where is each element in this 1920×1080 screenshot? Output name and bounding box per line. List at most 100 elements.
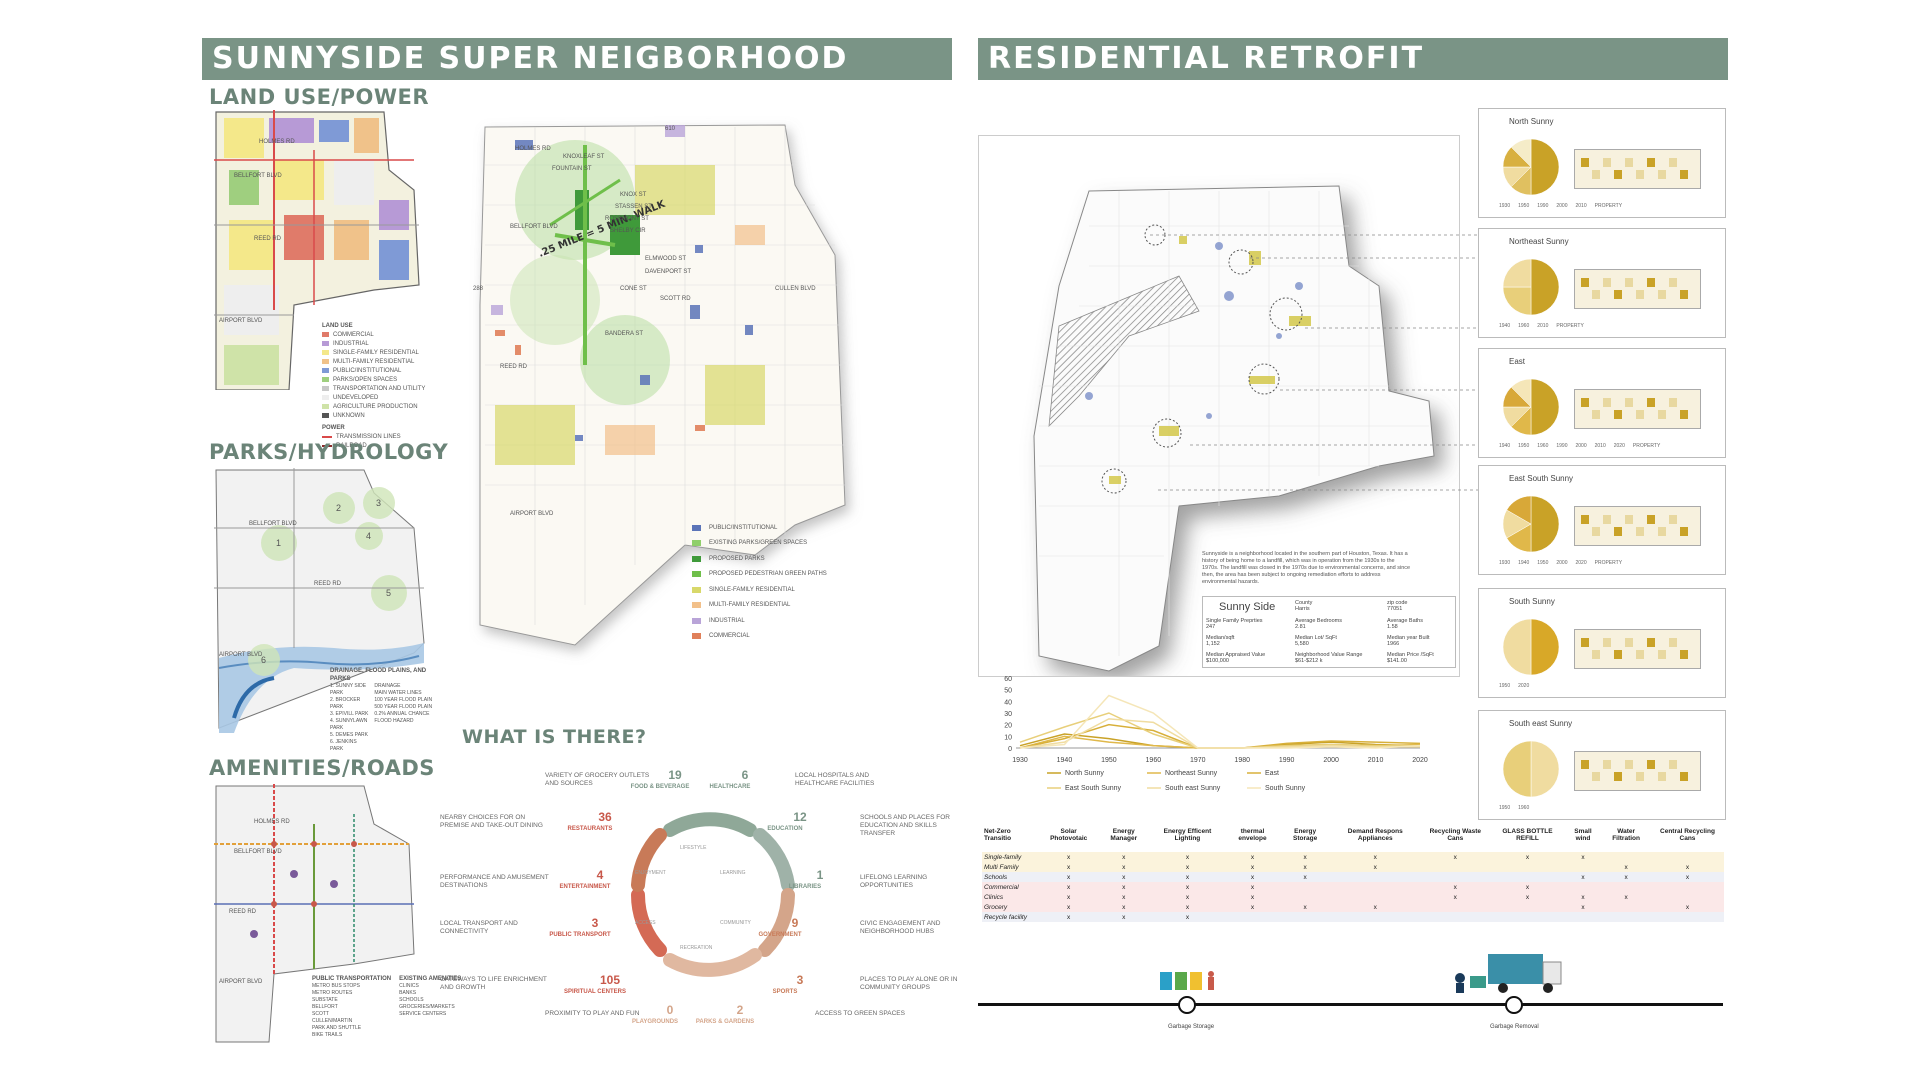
year-legend-item: 1960 bbox=[1537, 443, 1549, 449]
parks-map-graphic bbox=[214, 468, 425, 733]
year-legend-item: 2000 bbox=[1556, 203, 1568, 209]
table-cell: x bbox=[1067, 853, 1071, 861]
power-legend-title: POWER bbox=[322, 425, 345, 431]
row-label: Recycle facility bbox=[984, 913, 1027, 921]
fact-county-label: County bbox=[1295, 600, 1313, 606]
table-cell bbox=[1490, 862, 1565, 872]
table-cell: x bbox=[1453, 883, 1457, 891]
amenities-legend-item: BANKS bbox=[399, 990, 417, 996]
table-cell bbox=[1565, 862, 1602, 872]
retrofit-description: Sunnyside is a neighborhood located in t… bbox=[1202, 551, 1411, 585]
year-legend-item: 2020 bbox=[1518, 683, 1530, 689]
table-cell: x bbox=[1250, 903, 1255, 911]
year-legend-item: 2010 bbox=[1594, 443, 1606, 449]
legend-label: East South Sunny bbox=[1065, 785, 1122, 792]
legend-label: South Sunny bbox=[1265, 785, 1306, 792]
what-description: PROXIMITY TO PLAY AND FUN bbox=[545, 1010, 640, 1017]
table-cell bbox=[1420, 872, 1490, 882]
neighborhood-title: East bbox=[1509, 357, 1526, 366]
table-cell: x bbox=[1185, 873, 1190, 881]
street-bandera: BANDERA ST bbox=[605, 331, 644, 337]
pie-slice bbox=[1502, 618, 1532, 676]
legend-label: INDUSTRIAL bbox=[709, 617, 745, 624]
property-lot bbox=[1647, 515, 1655, 524]
main-map-legend-item: COMMERCIAL bbox=[692, 629, 842, 645]
pie-slice bbox=[1510, 138, 1532, 168]
legend-label: AGRICULTURE PRODUCTION bbox=[333, 403, 418, 410]
what-category: PLAYGROUNDS bbox=[631, 1019, 679, 1025]
main-map-graphic: .25 MILE = 5 MIN. WALK bbox=[479, 124, 846, 646]
parks-legend-item: 0.2% ANNUAL CHANCE FLOOD HAZARD bbox=[374, 711, 430, 724]
amenities-map-graphic bbox=[214, 784, 415, 1043]
table-cell: x bbox=[1581, 903, 1585, 911]
table-cell: x bbox=[1250, 863, 1255, 871]
property-lot bbox=[1625, 515, 1633, 524]
fact-zip-value: 77051 bbox=[1387, 606, 1403, 612]
table-header: Solar Photovotaic bbox=[1050, 828, 1088, 842]
property-lot bbox=[1592, 772, 1600, 781]
table-cell bbox=[1601, 852, 1651, 862]
property-lot bbox=[1669, 638, 1677, 647]
land-use-legend-item: MULTI-FAMILY RESIDENTIAL bbox=[322, 357, 442, 366]
table-header: Energy Efficent Lighting bbox=[1163, 828, 1212, 842]
parks-marker-1: 1 bbox=[276, 538, 282, 548]
table-cell bbox=[1601, 882, 1651, 892]
fact-sfp-label: Single Family Preprties bbox=[1206, 618, 1263, 624]
property-lot bbox=[1603, 398, 1611, 407]
street-davenport: DAVENPORT ST bbox=[645, 269, 692, 275]
land-use-road-1: HOLMES RD bbox=[259, 139, 295, 145]
street-rosemont: ROSEMONT ST bbox=[605, 216, 649, 222]
land-use-road-3: REED RD bbox=[254, 236, 282, 242]
fact-appr-value: $100,000 bbox=[1206, 658, 1229, 664]
property-lot bbox=[1625, 638, 1633, 647]
y-tick-label: 40 bbox=[1004, 699, 1012, 706]
amenities-legend-item: CULLEN/MARTIN bbox=[312, 1018, 353, 1024]
table-cell: x bbox=[1122, 853, 1126, 861]
year-legend-item: 1940 bbox=[1499, 323, 1511, 329]
legend-label: SINGLE-FAMILY RESIDENTIAL bbox=[333, 349, 419, 356]
parks-legend-item: 500 YEAR FLOOD PLAIN bbox=[374, 704, 433, 710]
amenities-legend-item: BIKE TRAILS bbox=[312, 1032, 343, 1038]
table-cell: x bbox=[1122, 873, 1126, 881]
legend-swatch bbox=[322, 395, 329, 400]
what-description: PLACES TO PLAY ALONE OR IN COMMUNITY GRO… bbox=[860, 976, 958, 991]
property-lot bbox=[1581, 638, 1589, 647]
property-lot bbox=[1680, 170, 1688, 179]
legend-swatch bbox=[692, 617, 701, 624]
property-lot bbox=[1592, 170, 1600, 179]
property-lot bbox=[1614, 170, 1622, 179]
street-610: 610 bbox=[665, 126, 676, 132]
legend-swatch bbox=[692, 602, 701, 609]
what-count: 1 bbox=[816, 868, 824, 882]
year-pie-chart bbox=[1502, 138, 1560, 196]
year-legend-item: 2020 bbox=[1613, 443, 1625, 449]
main-map-legend-item: MULTI-FAMILY RESIDENTIAL bbox=[692, 598, 842, 614]
property-lot bbox=[1614, 410, 1622, 419]
main-map-legend-item: PROPOSED PARKS bbox=[692, 551, 842, 567]
property-lot bbox=[1658, 410, 1666, 419]
what-count: 3 bbox=[591, 916, 599, 930]
property-lot bbox=[1669, 278, 1677, 287]
property-lot bbox=[1680, 650, 1688, 659]
table-cell: x bbox=[1250, 893, 1255, 901]
what-wheel-graphic bbox=[631, 812, 795, 977]
what-description: SCHOOLS AND PLACES FOR EDUCATION AND SKI… bbox=[860, 814, 950, 837]
year-legend-item: 2020 bbox=[1575, 560, 1587, 566]
year-legend-item: 1990 bbox=[1537, 203, 1549, 209]
year-legend-item: PROPERTY bbox=[1556, 323, 1584, 329]
table-header: Net-Zero Transitio bbox=[984, 828, 1012, 842]
parks-marker-6: 6 bbox=[261, 655, 267, 665]
what-center-label: COMMUNITY bbox=[720, 920, 751, 926]
amenities-road-3: REED RD bbox=[229, 909, 257, 915]
fact-price: Median Price /SqFt$141.00 bbox=[1387, 652, 1434, 664]
year-pie-chart bbox=[1502, 618, 1560, 676]
table-cell: x bbox=[1067, 873, 1071, 881]
year-pie-chart bbox=[1502, 378, 1560, 436]
what-description: LIFELONG LEARNING OPPORTUNITIES bbox=[860, 874, 928, 889]
